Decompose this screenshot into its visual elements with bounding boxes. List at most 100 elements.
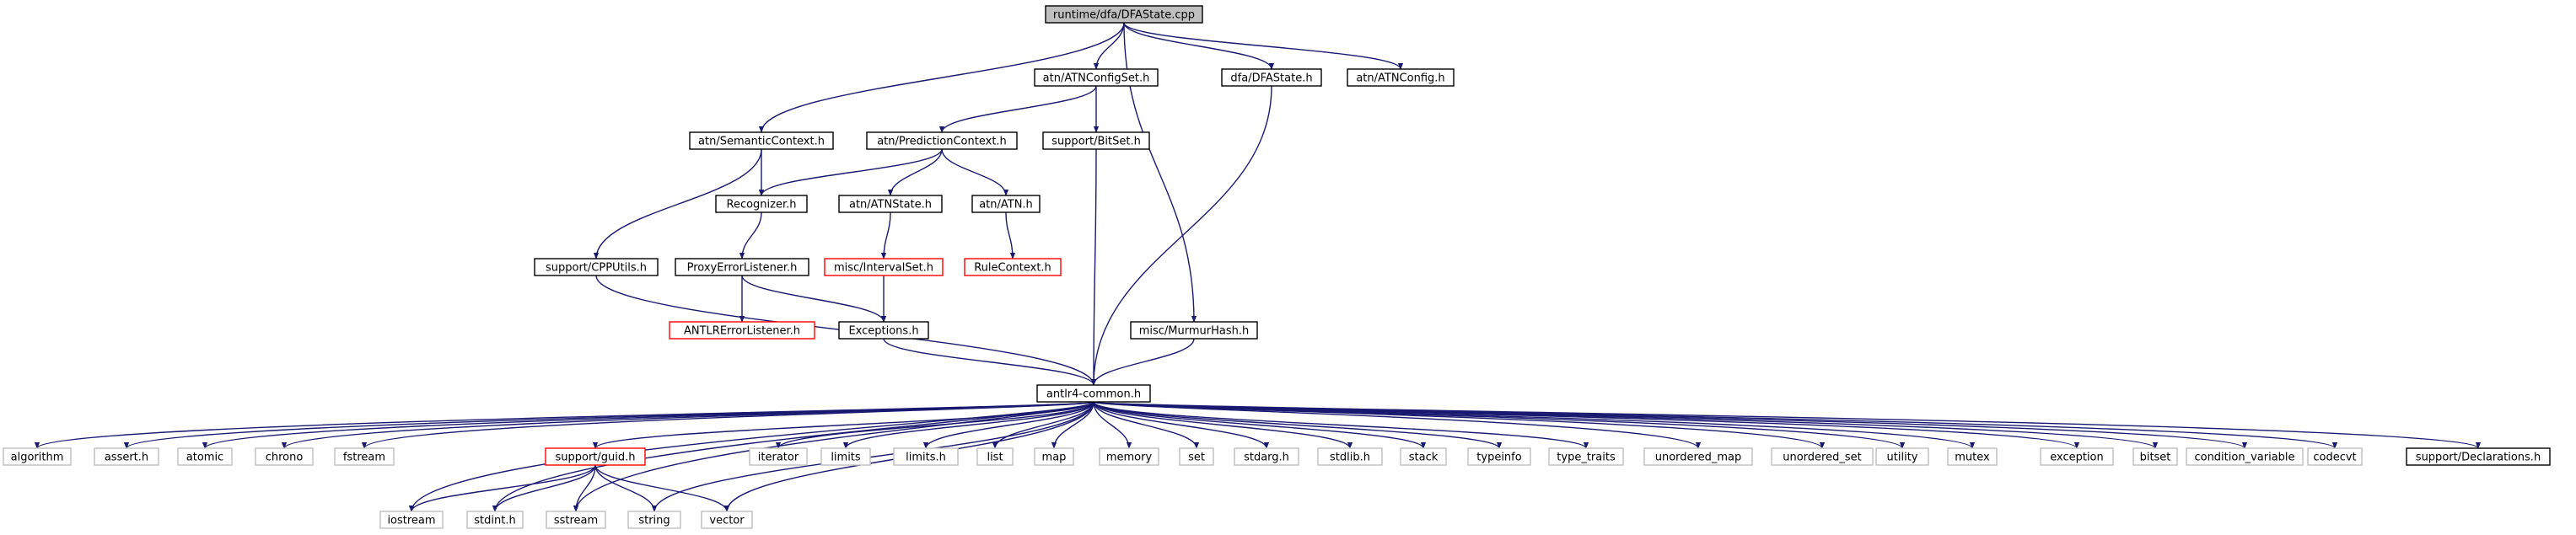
node-condvar: condition_variable [2186, 447, 2304, 466]
edge-common-to-stdinth [492, 401, 1094, 512]
edge-guid-to-iostream [408, 464, 596, 512]
node-box-root [1045, 5, 1203, 24]
node-dfastate[interactable]: dfa/DFAState.h [1221, 68, 1322, 87]
node-box-atnconfig [1347, 68, 1455, 87]
edge-root-to-atnconfig [1123, 22, 1404, 70]
node-chrono: chrono [255, 447, 314, 466]
node-label-string: string [638, 515, 670, 527]
edge-common-to-umap [1093, 401, 1702, 449]
node-typetraits: type_traits [1548, 447, 1624, 466]
node-label-map: map [1042, 452, 1067, 464]
edge-predctx-to-atn [941, 148, 1009, 196]
edge-common-to-memory [1093, 401, 1132, 449]
edge-common-to-iterator [775, 401, 1094, 449]
node-rulectx[interactable]: RuleContext.h [964, 258, 1062, 276]
edge-common-to-iostream [408, 401, 1094, 512]
node-semctx[interactable]: atn/SemanticContext.h [689, 131, 834, 150]
node-box-uset [1771, 447, 1874, 466]
edge-exceptions-to-common [883, 338, 1097, 386]
node-box-atomic [177, 447, 233, 466]
edge-dfastate-to-common [1090, 85, 1272, 386]
node-antlrerr[interactable]: ANTLRErrorListener.h [669, 321, 815, 340]
edge-configset-to-predctx [938, 85, 1097, 133]
node-box-murmur [1130, 321, 1258, 340]
node-box-stdinth [466, 511, 524, 529]
node-box-exceptions [838, 321, 929, 340]
edge-common-to-stdargh [1093, 401, 1270, 449]
node-atnconfig[interactable]: atn/ATNConfig.h [1347, 68, 1455, 87]
node-label-bitsetstd: bitset [2140, 452, 2171, 464]
node-exception: exception [2040, 447, 2114, 466]
node-box-bitset [1042, 131, 1150, 150]
node-predctx[interactable]: atn/PredictionContext.h [866, 131, 1018, 150]
node-box-codecvt [2307, 447, 2363, 466]
node-box-semctx [689, 131, 834, 150]
node-label-common: antlr4-common.h [1046, 388, 1141, 401]
node-label-iterator: iterator [758, 452, 799, 464]
node-label-stdinth: stdint.h [474, 515, 515, 527]
node-label-limits: limits [831, 452, 861, 464]
node-box-declarations [2406, 447, 2551, 466]
node-label-uset: unordered_set [1783, 452, 1861, 464]
node-box-typeinfo [1467, 447, 1531, 466]
node-box-set [1179, 447, 1214, 466]
node-atnstate[interactable]: atn/ATNState.h [838, 195, 943, 213]
node-stdinth: stdint.h [466, 511, 524, 529]
node-declarations[interactable]: support/Declarations.h [2406, 447, 2551, 466]
edge-common-to-sstream [573, 401, 1094, 512]
node-proxy[interactable]: ProxyErrorListener.h [675, 258, 809, 276]
node-box-utility [1875, 447, 1929, 466]
node-bitset[interactable]: support/BitSet.h [1042, 131, 1150, 150]
node-box-limits [820, 447, 871, 466]
node-common[interactable]: antlr4-common.h [1036, 384, 1151, 403]
node-label-recognizer: Recognizer.h [727, 199, 797, 211]
node-codecvt: codecvt [2307, 447, 2363, 466]
node-exceptions[interactable]: Exceptions.h [838, 321, 929, 340]
node-stdlibh: stdlib.h [1317, 447, 1383, 466]
edge-proxy-to-exceptions [741, 275, 887, 323]
node-configset[interactable]: atn/ATNConfigSet.h [1034, 68, 1159, 87]
node-stack: stack [1400, 447, 1447, 466]
node-label-set: set [1188, 452, 1205, 464]
node-guid[interactable]: support/guid.h [545, 447, 646, 466]
edge-guid-to-string [594, 464, 658, 512]
edge-common-to-map [1051, 401, 1094, 449]
node-atn[interactable]: atn/ATN.h [971, 195, 1041, 213]
node-label-typeinfo: typeinfo [1476, 452, 1521, 464]
node-box-mutex [1947, 447, 1998, 466]
node-box-list [976, 447, 1014, 466]
node-box-fstream [334, 447, 395, 466]
node-box-chrono [255, 447, 314, 466]
node-label-codecvt: codecvt [2313, 452, 2356, 464]
node-box-typetraits [1548, 447, 1624, 466]
edge-atn-to-rulectx [1005, 211, 1016, 259]
edge-common-to-stdlibh [1093, 401, 1353, 449]
edge-common-to-declarations [1093, 401, 2481, 449]
node-recognizer[interactable]: Recognizer.h [715, 195, 808, 213]
edge-predctx-to-atnstate [887, 148, 943, 196]
node-label-bitset: support/BitSet.h [1051, 136, 1141, 148]
node-cpputils[interactable]: support/CPPUtils.h [534, 258, 659, 276]
node-bitsetstd: bitset [2132, 447, 2178, 466]
edge-common-to-guid [592, 401, 1094, 449]
edge-recognizer-to-proxy [739, 211, 762, 259]
node-label-iostream: iostream [387, 515, 435, 527]
node-intervalset[interactable]: misc/IntervalSet.h [824, 258, 944, 276]
node-label-algorithm: algorithm [11, 452, 64, 464]
node-root[interactable]: runtime/dfa/DFAState.cpp [1045, 5, 1203, 24]
node-murmur[interactable]: misc/MurmurHash.h [1130, 321, 1258, 340]
node-label-atn: atn/ATN.h [979, 199, 1033, 211]
edge-root-to-dfastate [1123, 22, 1275, 70]
edge-root-to-configset [1093, 22, 1125, 70]
node-box-cpputils [534, 258, 659, 276]
node-label-proxy: ProxyErrorListener.h [687, 262, 798, 275]
node-box-predctx [866, 131, 1018, 150]
node-label-root: runtime/dfa/DFAState.cpp [1053, 9, 1195, 22]
nodes-layer: runtime/dfa/DFAState.cpp atn/ATNConfigSet… [3, 5, 2551, 529]
node-label-memory: memory [1106, 452, 1153, 464]
node-box-vector [701, 511, 753, 529]
node-label-predctx: atn/PredictionContext.h [877, 136, 1007, 148]
edge-common-to-typeinfo [1093, 401, 1503, 449]
node-label-semctx: atn/SemanticContext.h [698, 136, 825, 148]
edge-guid-to-vector [594, 464, 730, 512]
